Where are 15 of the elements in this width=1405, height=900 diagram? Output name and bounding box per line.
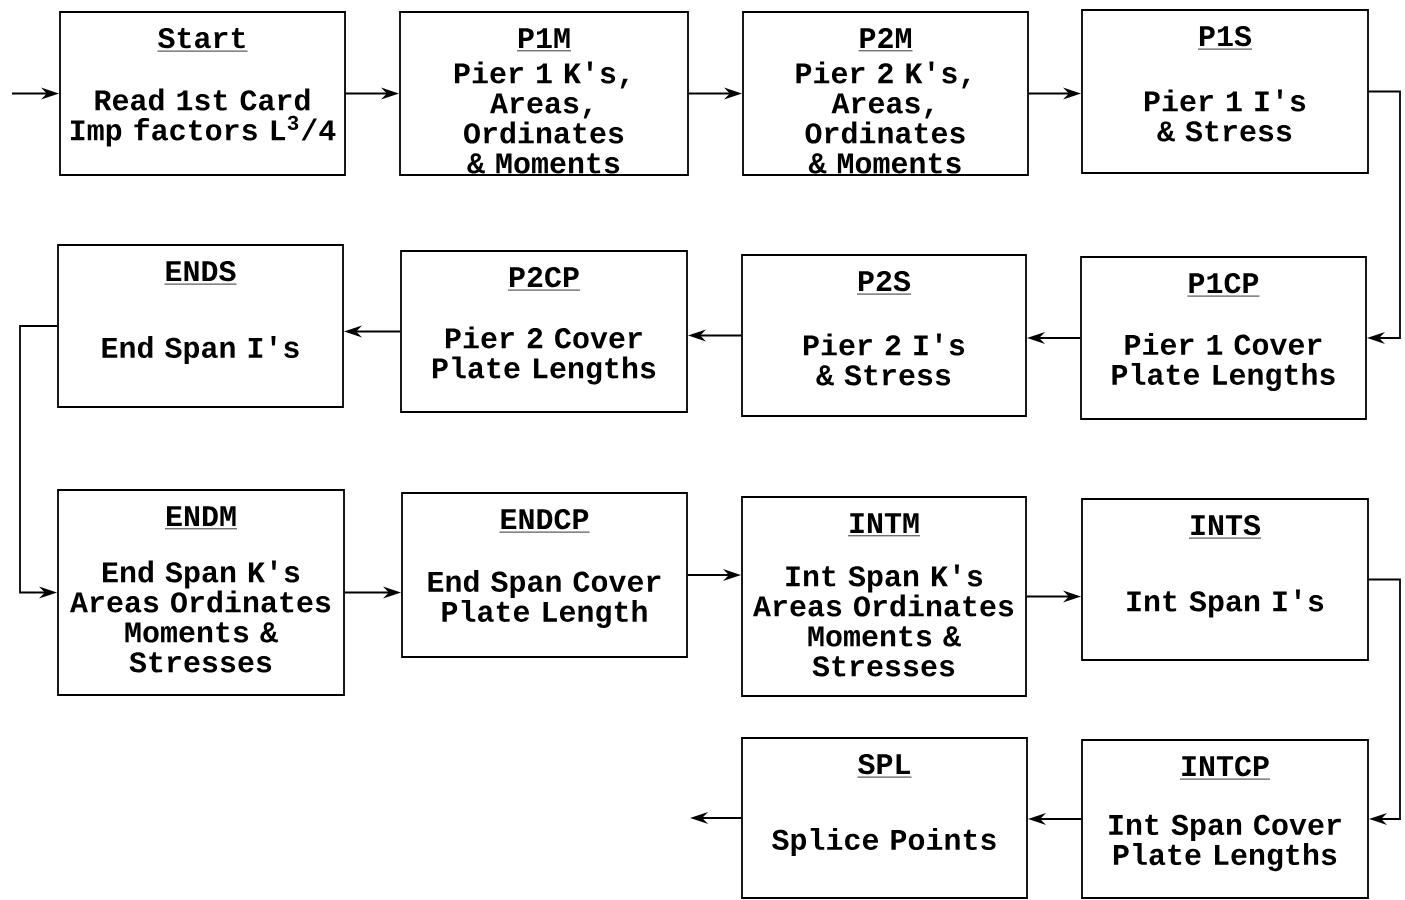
process-box: ENDS End Span I's (57, 244, 344, 408)
process-box: ENDM End Span K's Areas Ordinates Moments & Stresses (57, 489, 345, 696)
process-box: P1S Pier 1 I's & Stress (1081, 9, 1369, 174)
process-box: Start Read 1st Card Imp factors L$^{3}$/4 (59, 11, 346, 176)
arrow (1368, 578, 1401, 826)
process-box: INTM Int Span K's Areas Ordinates Moments & Stresses (741, 496, 1027, 697)
process-box: P2CP Pier 2 Cover Plate Lengths (400, 250, 688, 413)
process-box: INTS Int Span I's (1081, 498, 1369, 661)
process-box: SPL Splice Points (741, 737, 1028, 899)
process-box: ENDCP End Span Cover Plate Length (401, 492, 688, 658)
process-box: INTCP Int Span Cover Plate Lengths (1081, 739, 1369, 899)
process-box: P2S Pier 2 I's & Stress (741, 254, 1027, 417)
process-box: P2M Pier 2 K's, Areas, Ordinates & Moments (742, 11, 1029, 176)
process-box: P1M Pier 1 K's, Areas, Ordinates & Moments (399, 11, 689, 176)
process-box: P1CP Pier 1 Cover Plate Lengths (1080, 256, 1367, 420)
